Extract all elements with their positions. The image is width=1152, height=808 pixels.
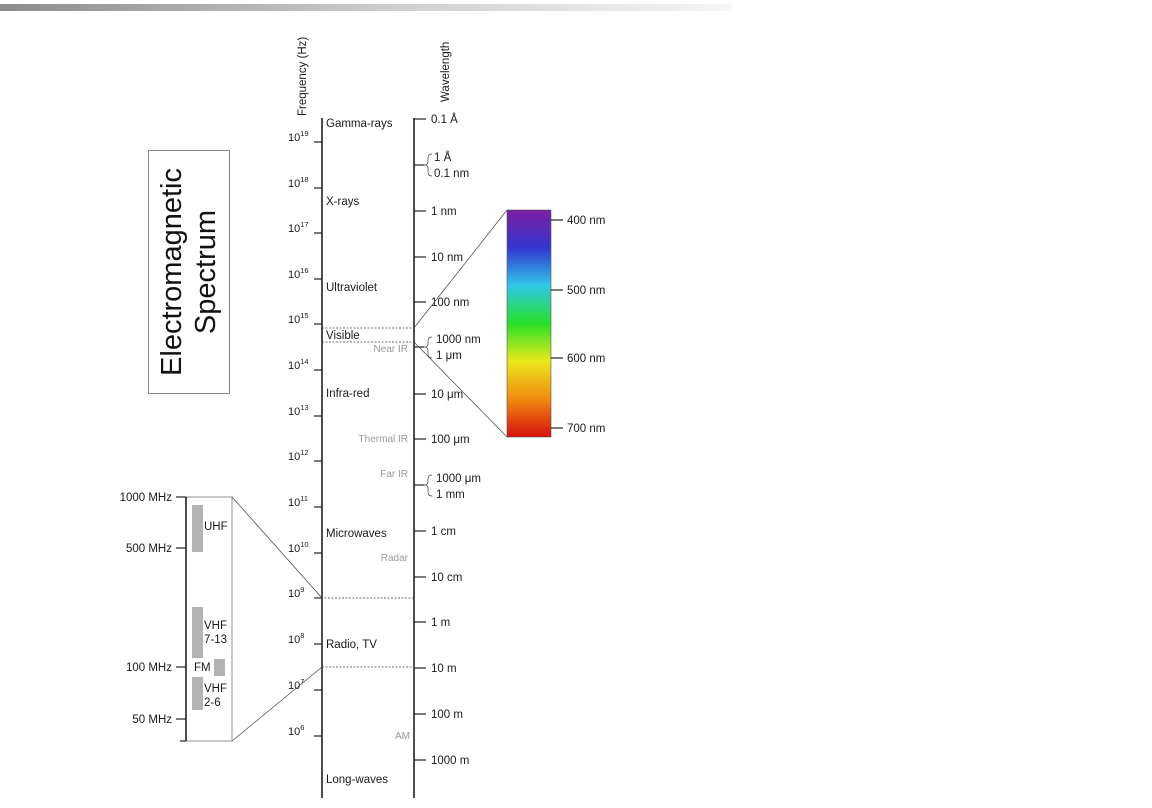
radio-label-1000mhz: 1000 MHz [120,492,173,504]
wl-label-10cm: 10 cm [431,572,462,584]
wl-label-1cm: 1 cm [431,526,456,538]
wavelength-ticks [414,118,426,761]
radio-bar-uhf [192,505,203,552]
wavelength-labels: 0.1 Å 1 Å 0.1 nm 1 nm 10 nm 100 nm 1000 … [431,113,481,767]
sub-band-labels: Near IR Thermal IR Far IR Radar AM [359,344,410,742]
visible-zoom-line-bottom [413,341,508,438]
freq-label-12: 1012 [288,448,309,463]
wl-label-10nm: 10 nm [431,252,463,264]
freq-label-9: 109 [288,585,304,600]
radio-band-uhf: UHF [204,521,228,533]
band-labels: Gamma-rays X-rays Ultraviolet Visible In… [326,118,393,786]
radio-band-vhf-high: VHF [204,620,227,632]
freq-label-15: 1015 [288,311,309,326]
sub-band-am: AM [395,731,410,742]
wl-label-10um: 10 μm [431,389,463,401]
wl-label-1000nm: 1000 nm [436,334,481,346]
wl-label-0-1a: 0.1 Å [431,113,458,126]
radio-band-vhf-low: VHF [204,683,227,695]
freq-label-17: 1017 [288,220,309,235]
visible-label-700nm: 700 nm [567,423,605,435]
frequency-tick-labels: 1019 1018 1017 1016 1015 1014 1013 1012 … [288,129,309,738]
band-radio-tv: Radio, TV [326,639,377,651]
band-infra-red: Infra-red [326,388,369,400]
band-visible: Visible [326,330,360,342]
radio-band-7-13: 7-13 [204,634,227,646]
freq-label-19: 1019 [288,129,309,144]
radio-band-2-6: 2-6 [204,697,221,709]
band-microwaves: Microwaves [326,528,387,540]
wl-label-10m: 10 m [431,663,457,675]
radio-bar-vhf-7-13 [192,607,203,658]
radio-band-fm: FM [194,662,211,674]
wl-label-1mm: 1 mm [436,489,465,501]
frequency-ticks [314,141,322,737]
sub-band-far-ir: Far IR [380,469,408,480]
freq-label-7: 107 [288,677,304,692]
radio-zoom-line-top [231,496,323,599]
radio-bar-fm [214,659,225,676]
radio-bar-vhf-2-6 [192,677,203,710]
freq-label-11: 1011 [288,494,308,509]
freq-label-16: 1016 [288,266,309,281]
sub-band-thermal-ir: Thermal IR [359,434,408,445]
freq-label-8: 108 [288,631,304,646]
wl-label-1a: 1 Å [434,151,452,164]
sub-band-near-ir: Near IR [374,344,408,355]
title-box: Electromagnetic Spectrum [148,150,230,394]
freq-label-14: 1014 [288,357,309,372]
radio-inset: 1000 MHz 500 MHz 100 MHz 50 MHz UHF VHF … [120,492,323,742]
wl-label-1000um: 1000 μm [436,473,481,485]
band-long-waves: Long-waves [326,774,388,786]
radio-label-50mhz: 50 MHz [132,714,172,726]
visible-light-inset: 400 nm 500 nm 600 nm 700 nm [413,209,605,438]
freq-label-6: 106 [288,723,304,738]
wl-label-1000m: 1000 m [431,755,469,767]
wavelength-axis-label: Wavelength [440,42,452,102]
visible-label-400nm: 400 nm [567,215,605,227]
frequency-axis-label: Frequency (Hz) [297,37,309,116]
radio-label-500mhz: 500 MHz [126,543,172,555]
sub-band-radar: Radar [381,553,409,564]
band-x-rays: X-rays [326,196,359,208]
wl-label-1m: 1 m [431,617,450,629]
wl-label-100m: 100 m [431,709,463,721]
brace-1000um [423,474,433,497]
band-ultraviolet: Ultraviolet [326,282,378,294]
header-gradient-bar [0,4,732,11]
visible-zoom-line-top [413,209,508,329]
freq-label-10: 1010 [288,540,309,555]
freq-label-18: 1018 [288,175,309,190]
wl-label-1um: 1 μm [436,350,462,362]
brace-1a [423,153,433,177]
wl-label-100nm: 100 nm [431,297,469,309]
freq-label-13: 1013 [288,403,309,418]
wavelength-braces [414,153,433,497]
wl-label-1nm: 1 nm [431,206,457,218]
radio-zoom-line-bottom [231,666,323,742]
visible-gradient-bar [506,209,552,438]
radio-label-100mhz: 100 MHz [126,662,172,674]
brace-1000nm [423,336,433,359]
wl-label-0-1nm: 0.1 nm [434,168,469,180]
band-gamma-rays: Gamma-rays [326,118,393,130]
wl-label-100um: 100 μm [431,434,470,446]
visible-label-500nm: 500 nm [567,285,605,297]
visible-label-600nm: 600 nm [567,353,605,365]
